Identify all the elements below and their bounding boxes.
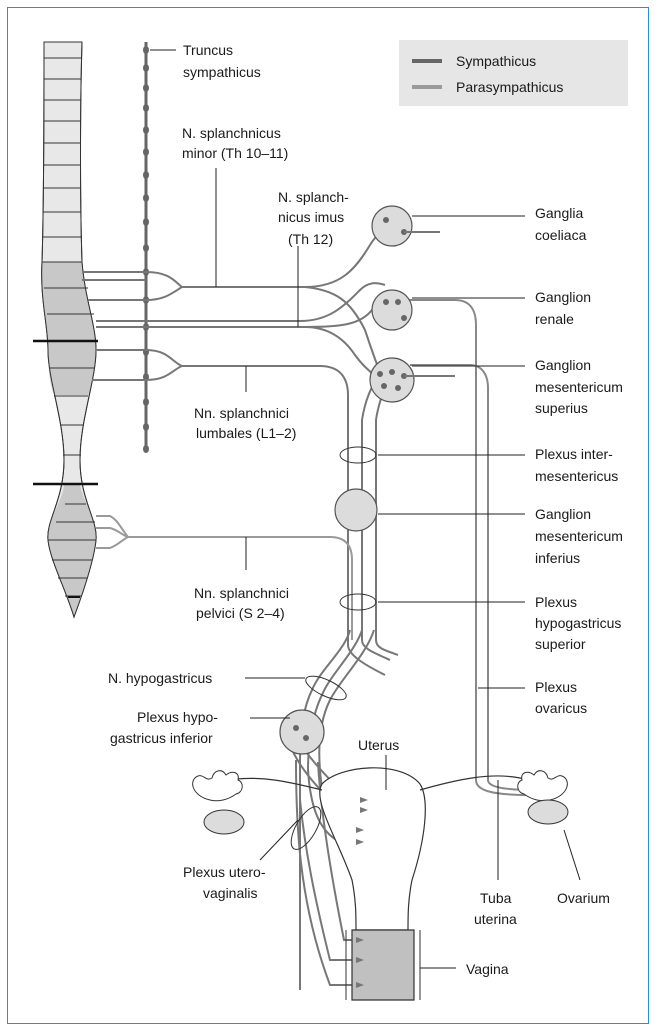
label-pim-2: mesentericus bbox=[535, 468, 618, 484]
truncus-sympathicus bbox=[143, 42, 149, 453]
ganglia bbox=[280, 206, 455, 754]
label-puv-2: vaginalis bbox=[203, 885, 257, 901]
label-vagina: Vagina bbox=[466, 961, 509, 977]
label-gmi-2: mesentericum bbox=[535, 528, 623, 544]
label-phs-3: superior bbox=[535, 636, 586, 652]
label-minor-1: N. splanchnicus bbox=[182, 125, 281, 141]
plexus-hypogastricus-inferior-ganglion bbox=[280, 710, 324, 754]
label-tuba-1: Tuba bbox=[480, 890, 512, 906]
label-imus-3: (Th 12) bbox=[288, 231, 333, 247]
label-gc-2: coeliaca bbox=[535, 227, 587, 243]
label-lumb-2: lumbales (L1–2) bbox=[196, 425, 296, 441]
ganglion-mesentericum-superius bbox=[370, 358, 414, 402]
label-ovarium: Ovarium bbox=[557, 890, 610, 906]
label-phs-1: Plexus bbox=[535, 594, 577, 610]
ganglion-mesentericum-inferius bbox=[335, 489, 377, 531]
plexus-ovaricus-nerve bbox=[402, 300, 535, 795]
label-po-1: Plexus bbox=[535, 679, 577, 695]
label-phi-1: Plexus hypo- bbox=[137, 709, 218, 725]
label-truncus-2: sympathicus bbox=[183, 64, 261, 80]
label-hypog: N. hypogastricus bbox=[108, 670, 212, 686]
spinal-column bbox=[33, 42, 98, 617]
legend-label-sympathicus: Sympathicus bbox=[456, 53, 536, 69]
label-uterus: Uterus bbox=[358, 737, 399, 753]
label-po-2: ovaricus bbox=[535, 700, 587, 716]
legend: Sympathicus Parasympathicus bbox=[399, 40, 628, 106]
legend-label-parasympathicus: Parasympathicus bbox=[456, 79, 563, 95]
label-gms-2: mesentericum bbox=[535, 379, 623, 395]
label-gr-1: Ganglion bbox=[535, 289, 591, 305]
ganglion-coeliacum bbox=[372, 206, 412, 246]
label-tuba-2: uterina bbox=[474, 911, 517, 927]
label-pelv-2: pelvici (S 2–4) bbox=[196, 605, 285, 621]
label-imus-2: nicus imus bbox=[278, 209, 344, 225]
label-phi-2: gastricus inferior bbox=[110, 730, 213, 746]
legend-swatch-parasympathicus bbox=[412, 85, 442, 89]
label-gr-2: renale bbox=[535, 311, 574, 327]
label-puv-1: Plexus utero- bbox=[183, 864, 266, 880]
label-gmi-3: inferius bbox=[535, 550, 580, 566]
label-phs-2: hypogastricus bbox=[535, 615, 621, 631]
ovary-left bbox=[204, 810, 244, 834]
label-minor-2: minor (Th 10–11) bbox=[182, 145, 288, 161]
label-pim-1: Plexus inter- bbox=[535, 446, 613, 462]
legend-box bbox=[399, 40, 628, 106]
label-pelv-1: Nn. splanchnici bbox=[194, 585, 289, 601]
label-imus-1: N. splanch- bbox=[278, 189, 349, 205]
label-gms-1: Ganglion bbox=[535, 357, 591, 373]
label-gc-1: Ganglia bbox=[535, 205, 583, 221]
label-gmi-1: Ganglion bbox=[535, 506, 591, 522]
legend-swatch-sympathicus bbox=[412, 59, 442, 63]
ovary-right bbox=[528, 800, 568, 824]
label-truncus-1: Truncus bbox=[183, 42, 233, 58]
label-lumb-1: Nn. splanchnici bbox=[194, 405, 289, 421]
uterus bbox=[193, 768, 568, 1000]
ganglion-renale bbox=[372, 290, 412, 330]
parasympathetic-nerves bbox=[96, 516, 352, 640]
label-gms-3: superius bbox=[535, 400, 588, 416]
